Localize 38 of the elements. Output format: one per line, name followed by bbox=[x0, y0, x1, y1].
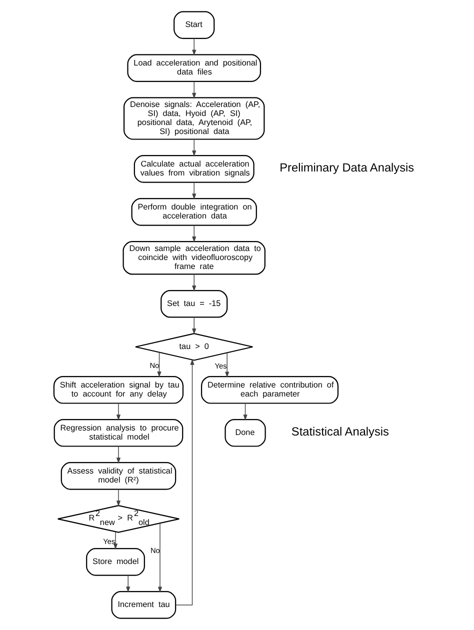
node-box: Increment tau bbox=[110, 591, 176, 619]
node-box: Calculate actual acceleration values from vibration signals bbox=[133, 155, 254, 183]
arrow bbox=[116, 446, 120, 464]
node-box: Load acceleration and positional data files bbox=[126, 54, 261, 82]
arrow bbox=[112, 531, 118, 550]
node-box: Start bbox=[173, 11, 214, 39]
node-box: Shift acceleration signal by tau to account for any delay bbox=[52, 376, 184, 404]
node-box: Perform double integration on acceleration data bbox=[130, 198, 256, 226]
edge-label: No bbox=[149, 361, 159, 370]
arrow bbox=[224, 352, 229, 378]
arrow bbox=[192, 316, 196, 334]
arrow bbox=[116, 402, 120, 421]
node-box: Determine relative contribution of each parameter bbox=[200, 376, 338, 404]
arrow bbox=[192, 182, 196, 200]
arrow bbox=[192, 274, 196, 292]
node-box: Regression analysis to procure statistical model bbox=[53, 419, 183, 447]
arrow bbox=[192, 81, 196, 99]
label: Preliminary Data Analysis bbox=[279, 160, 414, 175]
edge-label: No bbox=[150, 546, 160, 555]
node-box: Down sample acceleration data to coincide with videofluoroscopy frame rate bbox=[122, 241, 265, 275]
node-diamond: tau > 0 bbox=[134, 332, 253, 361]
node-box: Denoise signals: Acceleration (AP, SI) data, Hyoid (AP, SI) positional data, Arytenoid (AP, SI) positional data bbox=[123, 97, 264, 140]
node-box: Assess validity of statistical model (R²) bbox=[60, 462, 176, 490]
arrow bbox=[192, 225, 196, 242]
arrow bbox=[156, 352, 161, 378]
arrow bbox=[157, 522, 162, 593]
arrow bbox=[192, 138, 196, 156]
arrow bbox=[192, 38, 196, 56]
arrow bbox=[174, 358, 194, 606]
node-box: Done bbox=[224, 419, 266, 447]
arrow bbox=[116, 488, 120, 507]
node-box: Set tau = -15 bbox=[160, 290, 228, 318]
node-box: Store model bbox=[86, 548, 144, 576]
arrow bbox=[126, 574, 130, 593]
edge-label: Yes bbox=[214, 361, 226, 370]
edge-label: Yes bbox=[102, 536, 115, 546]
arrow bbox=[242, 402, 247, 421]
label: Statistical Analysis bbox=[290, 424, 388, 439]
